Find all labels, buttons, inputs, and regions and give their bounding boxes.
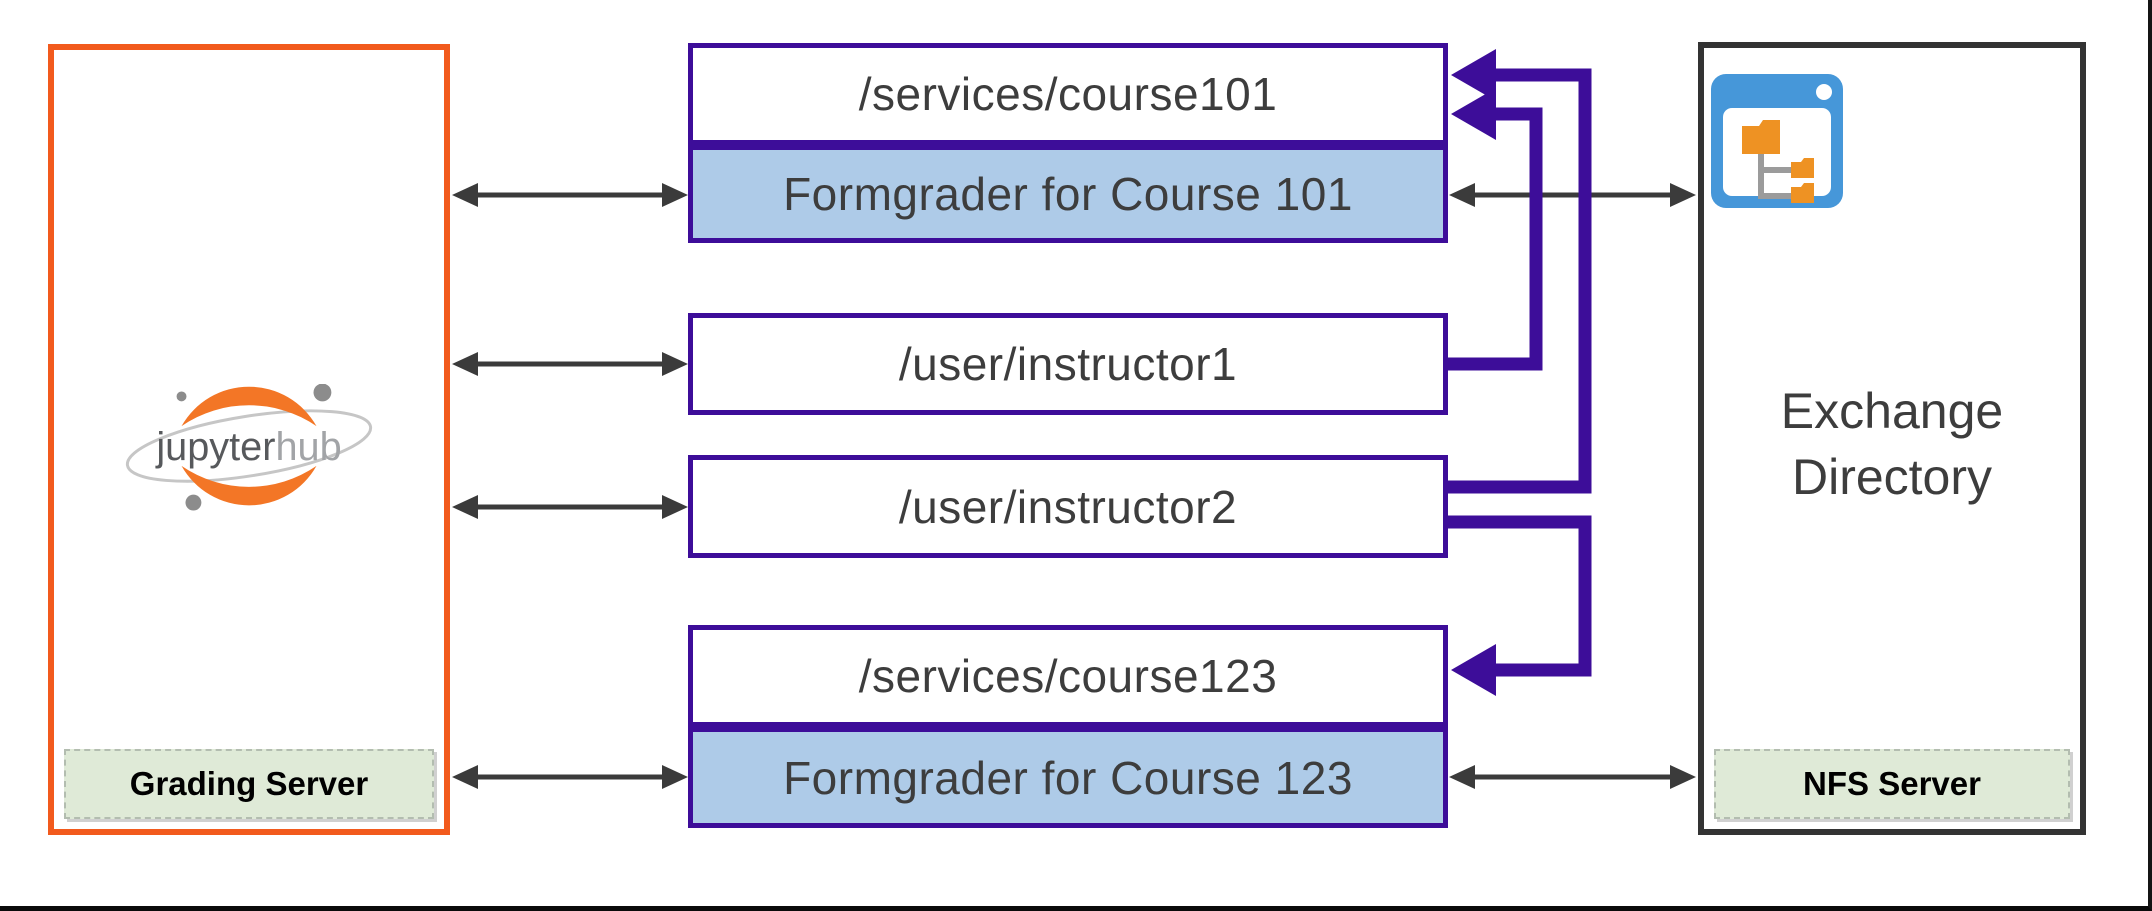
logo-text: jupyterhub	[155, 425, 341, 469]
arrow-hub-formgrader101	[452, 183, 688, 207]
jupyterhub-logo-icon: jupyterhub	[125, 384, 373, 511]
grading-server-box: jupyterhub Grading Server	[48, 44, 450, 835]
node-label: /services/course101	[858, 68, 1278, 120]
arrow-hub-instructor1	[452, 352, 688, 376]
node-services-course123: /services/course123	[688, 625, 1448, 727]
grading-server-label: Grading Server	[64, 749, 434, 819]
arrow-formgrader101-exchange	[1449, 183, 1696, 207]
node-label: /user/instructor2	[898, 480, 1238, 533]
node-user-instructor2: /user/instructor2	[688, 455, 1448, 558]
arrow-hub-instructor2	[452, 495, 688, 519]
node-formgrader-course123: Formgrader for Course 123	[688, 727, 1448, 828]
node-services-course101: /services/course101	[688, 43, 1448, 145]
exchange-directory-title: Exchange Directory	[1704, 378, 2080, 510]
exchange-directory-box: Exchange Directory NFS Server	[1698, 42, 2086, 835]
grading-server-label-text: Grading Server	[129, 765, 369, 802]
arrow-formgrader123-exchange	[1449, 765, 1696, 789]
node-label: Formgrader for Course 123	[783, 751, 1353, 804]
arrow-instructor2-to-course101	[1447, 49, 1592, 494]
node-user-instructor1: /user/instructor1	[688, 313, 1448, 415]
node-label: /user/instructor1	[898, 338, 1238, 390]
node-label: /services/course123	[858, 650, 1278, 702]
node-label: Formgrader for Course 101	[783, 168, 1353, 220]
exchange-title-line1: Exchange	[1780, 383, 2004, 439]
nfs-server-label: NFS Server	[1714, 749, 2070, 819]
arrow-instructor1-to-course101	[1447, 88, 1543, 371]
arrow-instructor2-to-course123	[1447, 515, 1592, 696]
node-formgrader-course101: Formgrader for Course 101	[688, 145, 1448, 243]
exchange-title-line2: Directory	[1791, 449, 1993, 505]
arrow-hub-formgrader123	[452, 765, 688, 789]
folder-tree-window-icon	[1711, 74, 1843, 208]
nfs-server-label-text: NFS Server	[1803, 765, 1981, 802]
